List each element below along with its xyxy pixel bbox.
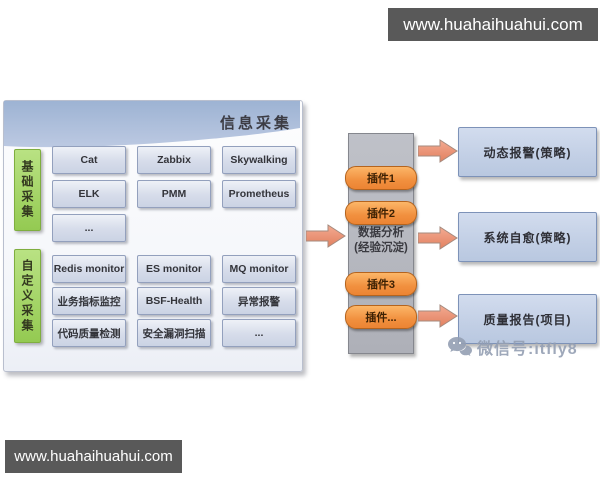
watermark: 微信号:itfly8 [447,335,578,359]
tool-box-es-monitor: ES monitor [137,255,211,283]
tool-box-redis-monitor: Redis monitor [52,255,126,283]
arrow-to-dynamic-alert [418,139,458,163]
tool-box-skywalking: Skywalking [222,146,296,174]
data-analysis-label: 数据分析 (经验沉淀) [349,226,413,256]
tool-box-elk: ELK [52,180,126,208]
plugin-more-pill: 插件... [345,305,417,329]
group-label-basic: 基础采集 [14,149,41,231]
group-label-custom: 自定义采集 [14,249,41,343]
data-analysis-column: 数据分析 (经验沉淀) 插件1 插件2 插件3 插件... [345,133,417,354]
data-analysis-line1: 数据分析 [358,227,404,239]
tool-box-biz-metrics: 业务指标监控 [52,287,126,315]
site-banner-bottom: www.huahaihuahui.com [5,440,182,473]
site-url-bottom: www.huahaihuahui.com [14,448,173,465]
plugin-2-pill: 插件2 [345,201,417,225]
info-collection-panel: 信息采集 基础采集 自定义采集 Cat Zabbix Skywalking EL… [3,100,303,372]
site-url-top: www.huahaihuahui.com [403,14,583,34]
wechat-icon [448,337,472,356]
panel-header-band [4,101,300,148]
output-box-self-healing: 系统自愈(策略) [458,212,597,262]
data-analysis-line2: (经验沉淀) [354,242,408,254]
tool-box-more-custom: ... [222,319,296,347]
arrow-panel-to-analysis [306,224,346,248]
tool-box-mq-monitor: MQ monitor [222,255,296,283]
tool-box-more-basic: ... [52,214,126,242]
tool-box-bsf-health: BSF-Health [137,287,211,315]
tool-box-pmm: PMM [137,180,211,208]
plugin-3-pill: 插件3 [345,272,417,296]
plugin-1-pill: 插件1 [345,166,417,190]
tool-box-exception-alert: 异常报警 [222,287,296,315]
tool-box-security-scan: 安全漏洞扫描 [137,319,211,347]
site-banner-top: www.huahaihuahui.com [388,8,598,41]
tool-box-prometheus: Prometheus [222,180,296,208]
output-box-quality-report: 质量报告(项目) [458,294,597,344]
output-box-dynamic-alert: 动态报警(策略) [458,127,597,177]
arrow-to-quality-report [418,304,458,328]
tool-box-cat: Cat [52,146,126,174]
tool-box-code-quality: 代码质量检测 [52,319,126,347]
arrow-to-self-healing [418,226,458,250]
panel-title: 信息采集 [219,115,292,132]
watermark-text: 微信号:itfly8 [477,341,578,358]
tool-box-zabbix: Zabbix [137,146,211,174]
